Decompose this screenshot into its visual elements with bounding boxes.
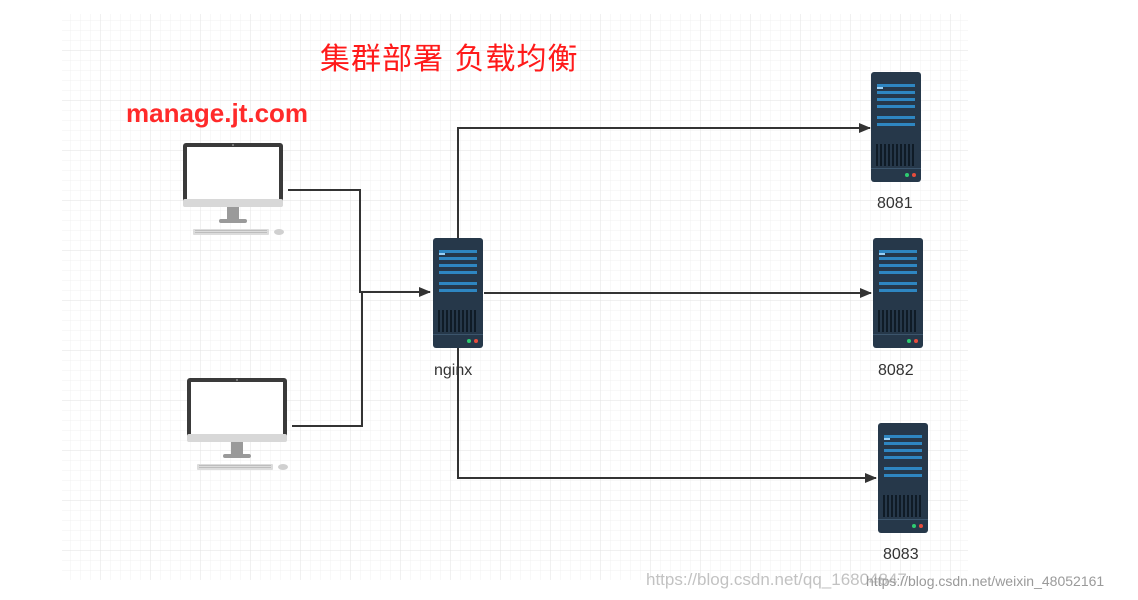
edge-nginx-8081	[457, 123, 871, 238]
edge-client-1-nginx	[288, 189, 431, 297]
server-8082-icon	[873, 238, 923, 348]
server-8081-icon	[871, 72, 921, 182]
watermark-text-secondary: https://blog.csdn.net/weixin_48052161	[866, 573, 1105, 589]
node-label-8082: 8082	[878, 362, 914, 379]
client-domain-label: manage.jt.com	[126, 98, 309, 128]
diagram-title: 集群部署 负载均衡	[320, 42, 579, 77]
node-label-nginx: nginx	[434, 362, 473, 379]
edge-nginx-8083	[457, 346, 877, 483]
watermark-text: https://blog.csdn.net/qq_16804847	[646, 570, 907, 589]
connectors	[288, 123, 877, 483]
grid-background	[62, 14, 968, 580]
node-label-8083: 8083	[883, 546, 919, 563]
server-8083-icon	[878, 423, 928, 533]
edge-client-2-nginx	[292, 292, 363, 427]
node-label-8081: 8081	[877, 195, 913, 212]
nginx-server-icon	[433, 238, 483, 348]
